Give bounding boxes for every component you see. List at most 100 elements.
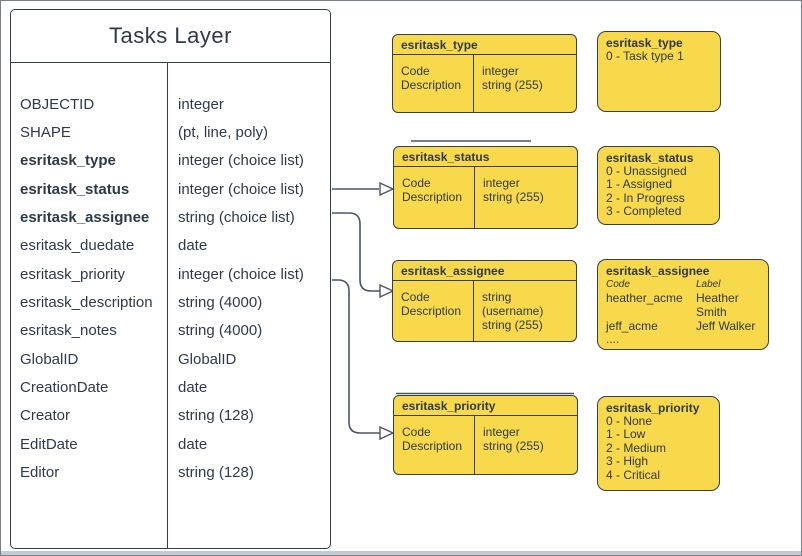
bottom-border-strip [1,551,801,555]
connector-esritask-priority [332,279,380,434]
column-divider [167,63,168,548]
domain-table-esritask-assignee: esritask_assignee Code Description strin… [392,260,577,342]
field-type: string (128) [178,407,254,425]
domain-field-names: Code Description [393,55,474,112]
domain-table-title: esritask_type [393,35,576,55]
field-name: Editor [20,464,60,482]
field-name: SHAPE [20,124,71,142]
domain-field: Description [401,78,462,92]
field-name: esritask_assignee [20,209,150,227]
domain-value: 4 - Critical [606,467,661,482]
tasks-layer-title: Tasks Layer [11,10,330,63]
field-type: string (128) [178,464,254,482]
domain-values-title: esritask_status [606,151,694,165]
domain-field-names: Code Description [393,281,474,341]
domain-values-esritask-type: esritask_type 0 - Task type 1 [597,31,721,112]
tasks-layer-table: Tasks Layer OBJECTID SHAPE esritask_type… [10,9,331,549]
domain-value: 3 - Completed [606,204,682,219]
field-type: integer (choice list) [178,152,304,170]
domain-table-body: Code Description integer string (255) [394,416,577,474]
field-type: date [178,237,208,255]
domain-table-body: Code Description integer string (255) [394,167,577,228]
domain-type: integer [483,425,520,439]
domain-table-body: Code Description integer string (255) [393,55,576,112]
connector-esritask-assignee [332,212,380,292]
domain-field: Code [402,176,431,190]
domain-field: Description [401,304,462,318]
field-type-column: integer (pt, line, poly) integer (choice… [167,90,330,548]
domain-table-body: Code Description string (username) strin… [393,281,576,341]
domain-values-esritask-priority: esritask_priority 0 - None 1 - Low 2 - M… [597,396,720,491]
domain-field: Description [402,190,463,204]
field-name: esritask_status [20,180,130,198]
domain-field: Code [402,425,431,439]
domain-table-esritask-priority: esritask_priority Code Description integ… [393,395,578,475]
arrowhead-priority [379,425,395,441]
field-type: string (4000) [178,294,263,312]
domain-type: string (255) [482,318,543,332]
domain-table-title: esritask_assignee [393,261,576,281]
field-name: CreationDate [20,379,109,397]
domain-value: 1 - Assigned [606,177,673,192]
domain-table-esritask-type: esritask_type Code Description integer s… [392,34,577,113]
field-name: esritask_notes [20,322,117,340]
domain-value: 2 - In Progress [606,190,685,205]
field-type: integer (choice list) [178,265,304,283]
field-type: integer (choice list) [178,180,304,198]
domain-table-esritask-status: esritask_status Code Description integer… [393,146,578,229]
field-type: integer [178,95,224,113]
domain-field-types: string (username) string (255) [474,281,576,341]
assignee-code: jeff_acme [606,319,658,333]
domain-value: 0 - None [606,414,653,428]
field-type: string (4000) [178,322,263,340]
assignee-label: Heather Smith [696,291,739,319]
domain-value: 0 - Unassigned [606,164,687,178]
domain-table-title: esritask_status [394,147,577,167]
domain-type: string (username) [482,290,544,318]
field-type: string (choice list) [178,209,295,227]
domain-value: 3 - High [606,454,649,469]
domain-field-names: Code Description [394,167,475,228]
field-name: GlobalID [20,350,79,368]
domain-type: string (255) [483,190,544,204]
field-name: esritask_duedate [20,237,135,255]
domain-field: Description [402,439,463,453]
domain-values-title: esritask_priority [606,401,700,415]
assignee-ellipsis: .... [606,332,620,346]
domain-type: string (255) [483,439,544,453]
field-type: (pt, line, poly) [178,124,269,142]
arrowhead-status [379,181,395,197]
domain-values-esritask-status: esritask_status 0 - Unassigned 1 - Assig… [597,146,720,225]
domain-type: integer [483,176,520,190]
domain-field-types: integer string (255) [474,55,576,112]
domain-value: 2 - Medium [606,440,667,455]
domain-type: string (255) [482,78,543,92]
field-name: esritask_description [20,294,153,312]
field-name: esritask_type [20,152,116,170]
domain-value: 0 - Task type 1 [606,49,684,63]
domain-field: Code [401,64,430,78]
domain-field: Code [401,290,430,304]
assignee-label-header: Label [696,279,721,290]
domain-field-names: Code Description [394,416,475,474]
domain-field-types: integer string (255) [475,416,577,474]
assignee-code: heather_acme [606,291,683,305]
domain-type: integer [482,64,519,78]
field-name: EditDate [20,435,78,453]
field-type: date [178,435,208,453]
tasks-layer-body: OBJECTID SHAPE esritask_type esritask_st… [11,63,330,548]
domain-values-title: esritask_assignee [606,264,710,278]
domain-table-title: esritask_priority [394,396,577,416]
domain-values-title: esritask_type [606,36,683,50]
assignee-code-header: Code [606,279,630,290]
field-type: date [178,379,208,397]
domain-value: 1 - Low [606,427,646,442]
assignee-value-grid: Code Label heather_acme Heather Smith je… [606,278,760,333]
assignee-label: Jeff Walker [696,319,756,333]
field-name-column: OBJECTID SHAPE esritask_type esritask_st… [11,90,167,548]
field-name: OBJECTID [20,95,95,113]
domain-field-types: integer string (255) [475,167,577,228]
domain-values-esritask-assignee: esritask_assignee Code Label heather_acm… [597,259,769,350]
field-type: GlobalID [178,350,237,368]
